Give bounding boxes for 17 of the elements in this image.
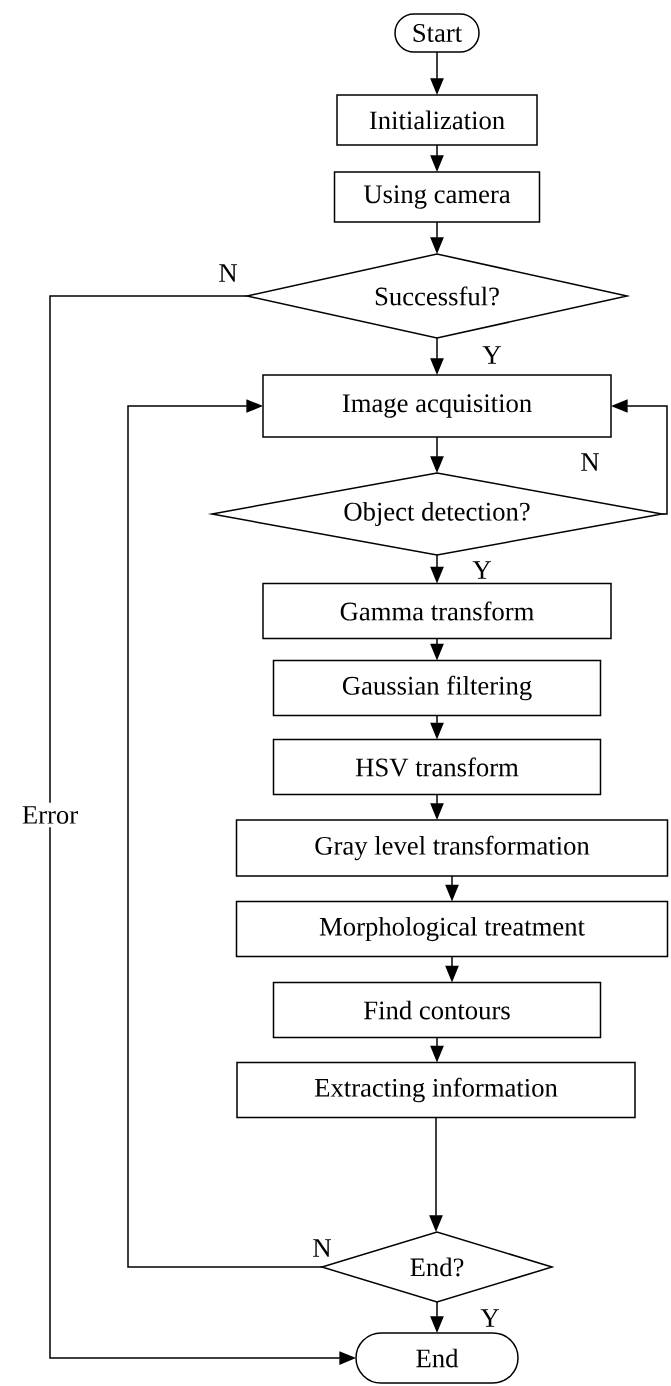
process-box: Using camera <box>333 171 541 223</box>
edge-label: Y <box>470 559 494 581</box>
process-box: HSV transform <box>272 738 602 796</box>
process-box: Morphological treatment <box>235 900 669 958</box>
edge-label: N <box>216 262 240 284</box>
line-label: Error <box>18 802 82 828</box>
process-box: Image acquisition <box>262 374 612 438</box>
edge-label: Y <box>480 344 504 366</box>
process-box: Extracting information <box>236 1061 636 1119</box>
process-box: Gaussian filtering <box>272 659 602 717</box>
edge-label: N <box>578 451 602 473</box>
process-box: Initialization <box>336 94 538 146</box>
process-box: Find contours <box>272 981 602 1039</box>
process-box: Gamma transform <box>262 582 612 640</box>
arrow <box>127 399 323 1268</box>
edge-label: Y <box>478 1307 502 1329</box>
process-box: Gray level transformation <box>235 819 669 877</box>
